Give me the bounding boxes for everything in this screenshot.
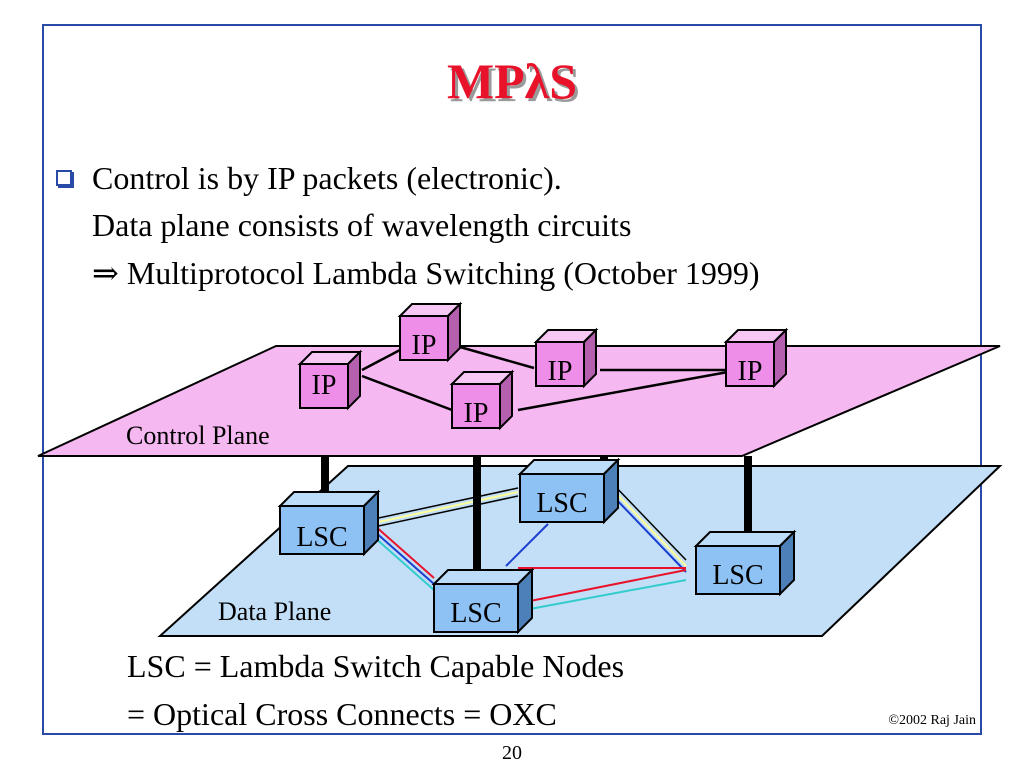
lsc-node-4: LSC — [433, 569, 533, 633]
lsc-node-1-label: LSC — [296, 522, 347, 553]
copyright: ©2002 Raj Jain — [888, 713, 976, 728]
ip-node-2: IP — [299, 351, 361, 409]
definition-line-2: = Optical Cross Connects = OXC — [127, 696, 557, 732]
bullet-line-1: Control is by IP packets (electronic). — [92, 160, 562, 196]
ip-links — [361, 345, 729, 412]
page-number: 20 — [502, 742, 522, 764]
definition-line-1: LSC = Lambda Switch Capable Nodes — [127, 648, 625, 684]
ip-node-5: IP — [451, 371, 513, 429]
ip-node-3: IP — [535, 329, 597, 387]
ip-node-5-label: IP — [464, 398, 489, 429]
slide-title: MPλS — [446, 53, 578, 109]
lsc-node-3: LSC — [695, 531, 795, 595]
ip-node-2-label: IP — [312, 370, 337, 401]
ip-node-1-label: IP — [412, 330, 437, 361]
slide-frame — [42, 24, 982, 735]
bullet-line-2: Data plane consists of wavelength circui… — [92, 207, 632, 243]
bullet-line-3: ⇒ Multiprotocol Lambda Switching (Octobe… — [92, 255, 760, 291]
optical-links — [373, 482, 687, 610]
lsc-node-2-label: LSC — [536, 488, 587, 519]
lsc-node-1: LSC — [279, 491, 379, 555]
ip-node-1: IP — [399, 303, 461, 361]
bullet-square-icon — [56, 170, 72, 186]
ip-node-3-label: IP — [548, 356, 573, 387]
ip-node-4-label: IP — [738, 356, 763, 387]
control-plane-label: Control Plane — [126, 421, 270, 450]
lsc-node-3-label: LSC — [712, 560, 763, 591]
lsc-node-4-label: LSC — [450, 598, 501, 629]
ip-node-4: IP — [725, 329, 787, 387]
data-plane-label: Data Plane — [218, 597, 331, 626]
lsc-node-2: LSC — [519, 459, 619, 523]
